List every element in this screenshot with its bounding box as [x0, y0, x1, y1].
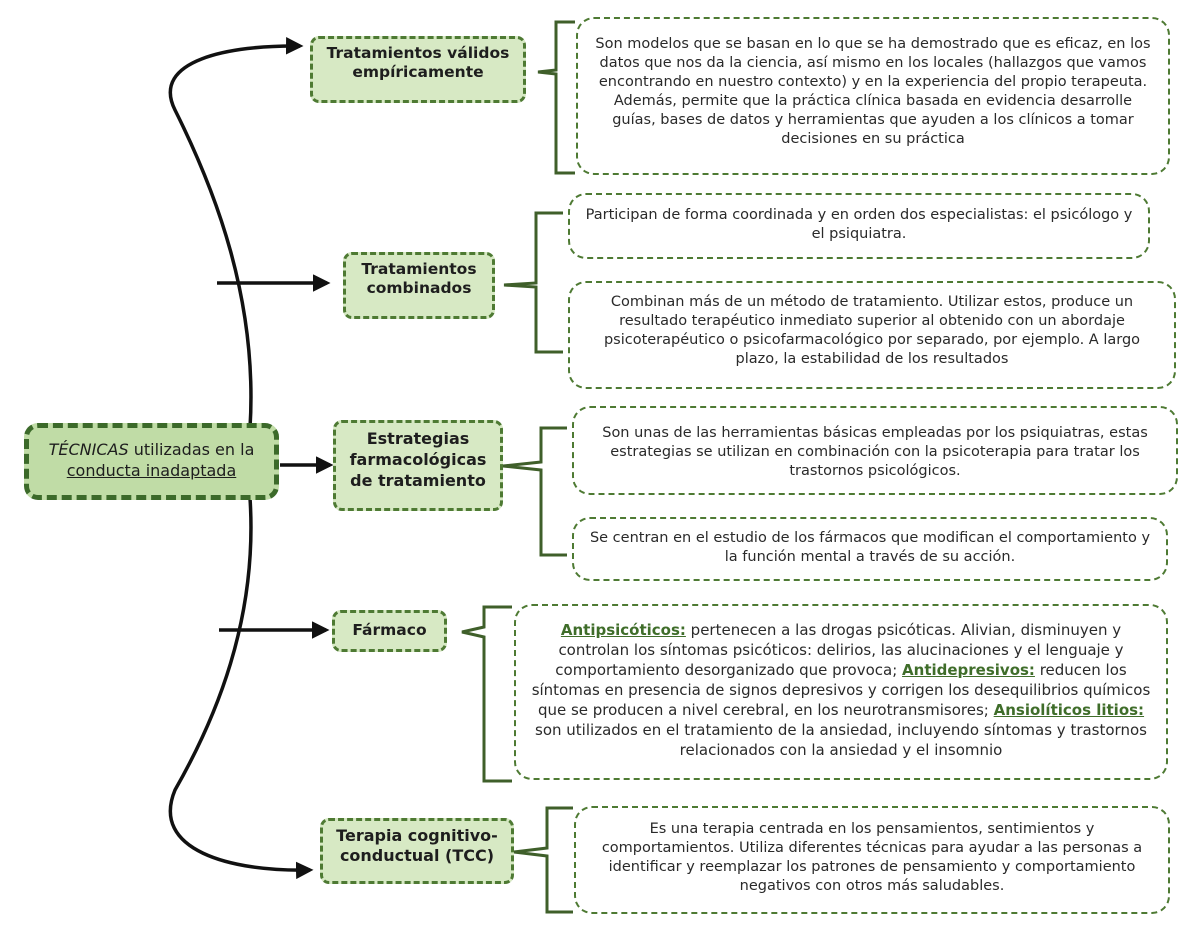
trunk-upper: [168, 37, 304, 429]
topic-farmaco: Fármaco: [332, 610, 447, 652]
desc-farmaco: Antipsicóticos: pertenecen a las drogas …: [514, 604, 1168, 780]
topic-tratamientos-combinados: Tratamientos combinados: [343, 252, 495, 319]
brace-empiricos: [537, 20, 575, 175]
desc-estrategias-2: Se centran en el estudio de los fármacos…: [572, 517, 1168, 581]
keyword-antipsicoticos: Antipsicóticos:: [560, 621, 686, 639]
topic-tcc: Terapia cognitivo-conductual (TCC): [320, 818, 514, 884]
keyword-ansioliticos: Ansiolíticos litios:: [993, 701, 1145, 719]
brace-combinados: [503, 211, 563, 354]
root-title-mid: utilizadas en la: [128, 440, 255, 459]
text-antipsicoticos: pertenecen a las drogas psicóticas. Aliv…: [555, 621, 1124, 679]
keyword-antidepresivos: Antidepresivos:: [902, 661, 1035, 679]
text-antidepresivos: reducen los síntomas en presencia de sig…: [531, 661, 1151, 719]
desc-combinados-1: Participan de forma coordinada y en orde…: [568, 193, 1150, 259]
topic-tratamientos-empiricos: Tratamientos válidos empíricamente: [310, 36, 526, 103]
desc-estrategias-1: Son unas de las herramientas básicas emp…: [572, 406, 1178, 495]
desc-empiricos: Son modelos que se basan en lo que se ha…: [576, 17, 1170, 175]
trunk-lower: [168, 497, 314, 880]
root-title-italic: TÉCNICAS: [48, 440, 129, 459]
text-ansioliticos: son utilizados en el tratamiento de la a…: [535, 721, 1147, 759]
topic-estrategias-farmacologicas: Estrategias farmacológicas de tratamient…: [333, 420, 503, 511]
brace-farmaco: [461, 605, 512, 783]
desc-combinados-2: Combinan más de un método de tratamiento…: [568, 281, 1176, 389]
root-node: TÉCNICAS utilizadas en la conducta inada…: [24, 423, 279, 500]
desc-tcc: Es una terapia centrada en los pensamien…: [574, 806, 1170, 914]
brace-tcc: [513, 806, 573, 914]
root-title-underlined: conducta inadaptada: [66, 461, 237, 480]
brace-estrategias: [502, 426, 567, 557]
